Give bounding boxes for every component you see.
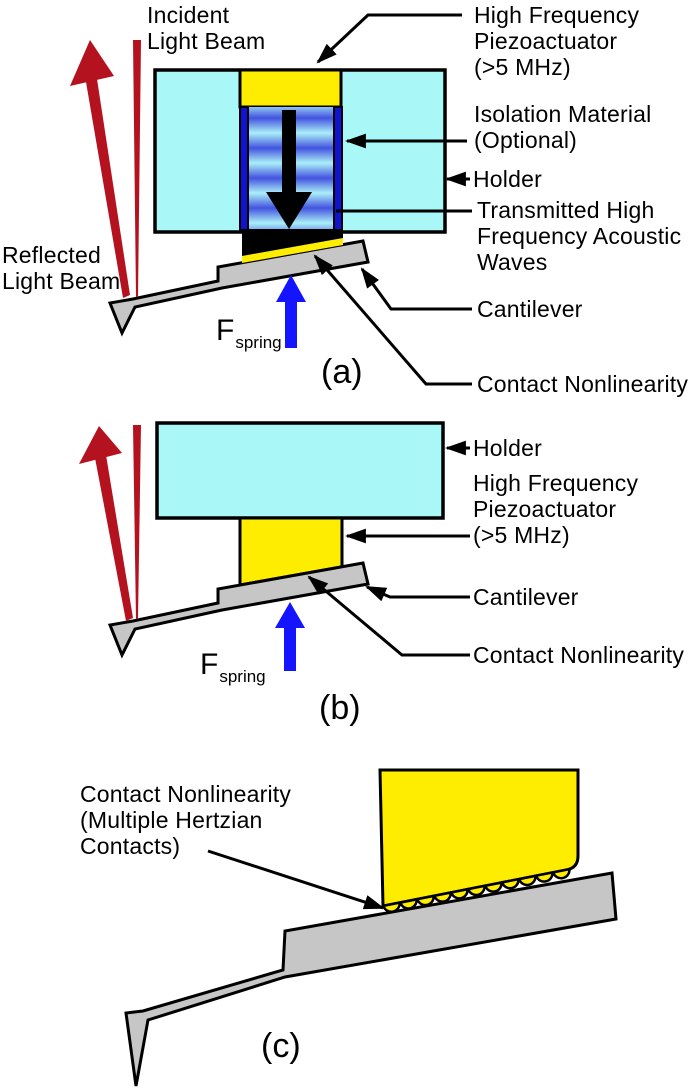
f-spring-arrow-a: [276, 275, 306, 348]
panel-c-shapes: [124, 768, 618, 1087]
f-spring-arrow-b: [275, 602, 305, 671]
coupling-block-a: [242, 229, 343, 256]
leader-contact-c: [207, 849, 385, 910]
f-spring-symbol-a: F: [216, 314, 235, 347]
label-contact-nonlinearity-b: Contact Nonlinearity: [473, 642, 685, 668]
leader-contact-a: [313, 254, 472, 386]
reflected-beam-arrow-a: [70, 40, 130, 298]
panel-tag-b: (b): [319, 689, 361, 727]
holder-block-b: [155, 421, 445, 520]
reflected-beam-arrow-b: [79, 426, 133, 621]
label-contact-nonlinearity-c: Contact Nonlinearity (Multiple Hertzian …: [80, 781, 292, 859]
label-holder-a: Holder: [473, 166, 542, 192]
label-cantilever-a: Cantilever: [477, 296, 583, 322]
hertzian-contact-bumps: [381, 867, 571, 913]
panel-b-shapes: [79, 421, 470, 671]
cantilever-a: [107, 239, 370, 337]
label-transmitted-waves: Transmitted High Frequency Acoustic Wave…: [477, 197, 682, 275]
leader-cantilever-a: [360, 267, 472, 311]
panel-tag-a: (a): [321, 353, 363, 391]
f-spring-subscript-b: spring: [219, 667, 266, 686]
label-piezoactuator-b: High Frequency Piezoactuator (>5 MHz): [473, 470, 639, 548]
incident-beam-b: [133, 425, 141, 619]
incident-beam-a: [133, 40, 141, 297]
wave-direction-arrow: [266, 110, 312, 229]
panel-tag-c: (c): [261, 1027, 301, 1065]
leader-piezoactuator-a: [316, 13, 462, 64]
cantilever-c: [124, 871, 618, 1087]
panel-b-leader-lines: [307, 440, 470, 657]
f-spring-subscript-a: spring: [235, 333, 282, 352]
label-cantilever-b: Cantilever: [473, 584, 579, 610]
panel-a-shapes: [70, 13, 472, 386]
panel-a-leader-lines: [313, 13, 472, 386]
label-incident-light-beam: Incident Light Beam: [147, 2, 266, 54]
label-f-spring-b: Fspring: [200, 648, 266, 686]
label-holder-b: Holder: [473, 435, 542, 461]
f-spring-symbol-b: F: [200, 648, 219, 681]
leader-cantilever-b: [365, 585, 470, 602]
label-isolation-material: Isolation Material (Optional): [474, 101, 652, 153]
label-reflected-light-beam: Reflected Light Beam: [2, 242, 121, 294]
label-contact-nonlinearity-a: Contact Nonlinearity: [477, 371, 689, 397]
leader-contact-b: [307, 575, 470, 657]
contact-nonlinearity-strip-a: [242, 238, 343, 263]
cantilever-b: [107, 561, 370, 659]
piezoactuator-block-a: [238, 68, 343, 109]
label-f-spring-a: Fspring: [216, 314, 282, 352]
isolation-strip-left: [239, 106, 249, 231]
label-piezoactuator-a: High Frequency Piezoactuator (>5 MHz): [474, 2, 640, 80]
